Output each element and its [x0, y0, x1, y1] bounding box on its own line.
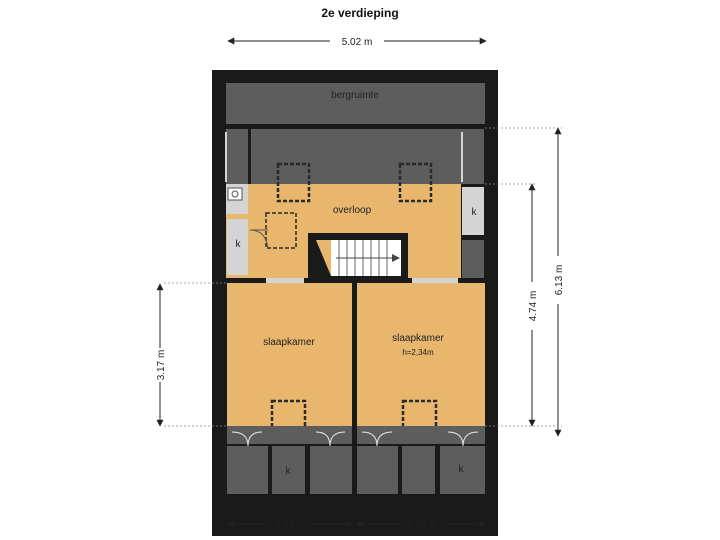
dim-bottom-left: 2.46 m — [275, 520, 306, 531]
closet-bottom-5 — [402, 446, 435, 494]
right-dark-block — [462, 240, 484, 285]
closet-bottom-6 — [440, 446, 485, 494]
attic-dark-area — [251, 129, 484, 184]
closet-bottom-1 — [227, 446, 268, 494]
skylight-1 — [276, 162, 311, 203]
closet-left-upper-label: k — [236, 239, 242, 250]
ceiling-height-label: h=2,34m — [402, 348, 434, 357]
extension-lines — [164, 127, 562, 427]
bedroom-wall — [226, 278, 485, 283]
closet-bottom-2-label: k — [286, 466, 292, 477]
closet-bottom-6-label: k — [459, 464, 465, 475]
stair-arrow-icon — [392, 254, 400, 262]
sink-icon — [227, 187, 243, 201]
closet-bottom-3 — [310, 446, 352, 494]
cupboard-door-swings — [231, 431, 479, 447]
left-dark-column — [226, 129, 248, 184]
door-strip-right — [357, 426, 485, 444]
closet-right-upper — [462, 187, 484, 235]
bedroom-left-label: slaapkamer — [263, 337, 315, 348]
roof-hatch — [265, 212, 297, 249]
closet-left-upper — [227, 219, 248, 275]
dim-bottom-right: 2.48 m — [407, 520, 438, 531]
dim-top-width: 5.02 m — [342, 37, 373, 48]
dim-left-height: 3.17 m — [156, 350, 167, 381]
dim-right-inner: 4.74 m — [528, 291, 539, 322]
closet-right-upper-label: k — [472, 207, 478, 218]
dim-right-outer: 6.13 m — [554, 265, 565, 296]
floor-title: 2e verdieping — [321, 6, 399, 20]
sink-drain-icon — [231, 190, 239, 198]
door-gap-right — [412, 278, 458, 283]
door-gap-left — [266, 278, 304, 283]
bedroom-partition — [352, 283, 357, 426]
landing-label: overloop — [333, 205, 372, 216]
closet-bottom-2 — [272, 446, 305, 494]
bedroom-right-label: slaapkamer — [392, 333, 444, 344]
skylight-2 — [398, 162, 433, 203]
door-strip-left — [227, 426, 352, 444]
storage-label: bergruimte — [331, 90, 379, 101]
dimension-lines — [156, 37, 562, 528]
storage-area — [226, 83, 485, 124]
closet-bottom-4 — [357, 446, 398, 494]
bedroom-left — [227, 283, 352, 426]
window-markers — [225, 132, 463, 182]
stair-landing-triangle — [316, 240, 331, 276]
